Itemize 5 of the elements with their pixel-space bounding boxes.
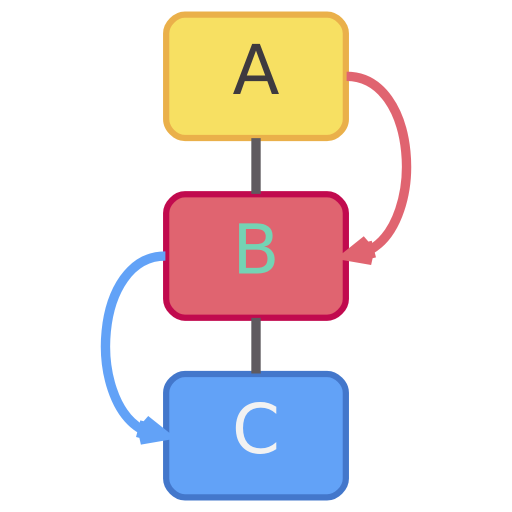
connector — [251, 318, 261, 374]
node-box: A — [163, 12, 349, 142]
connector — [251, 138, 261, 194]
node-box: C — [163, 370, 349, 500]
node-box: B — [163, 191, 349, 321]
